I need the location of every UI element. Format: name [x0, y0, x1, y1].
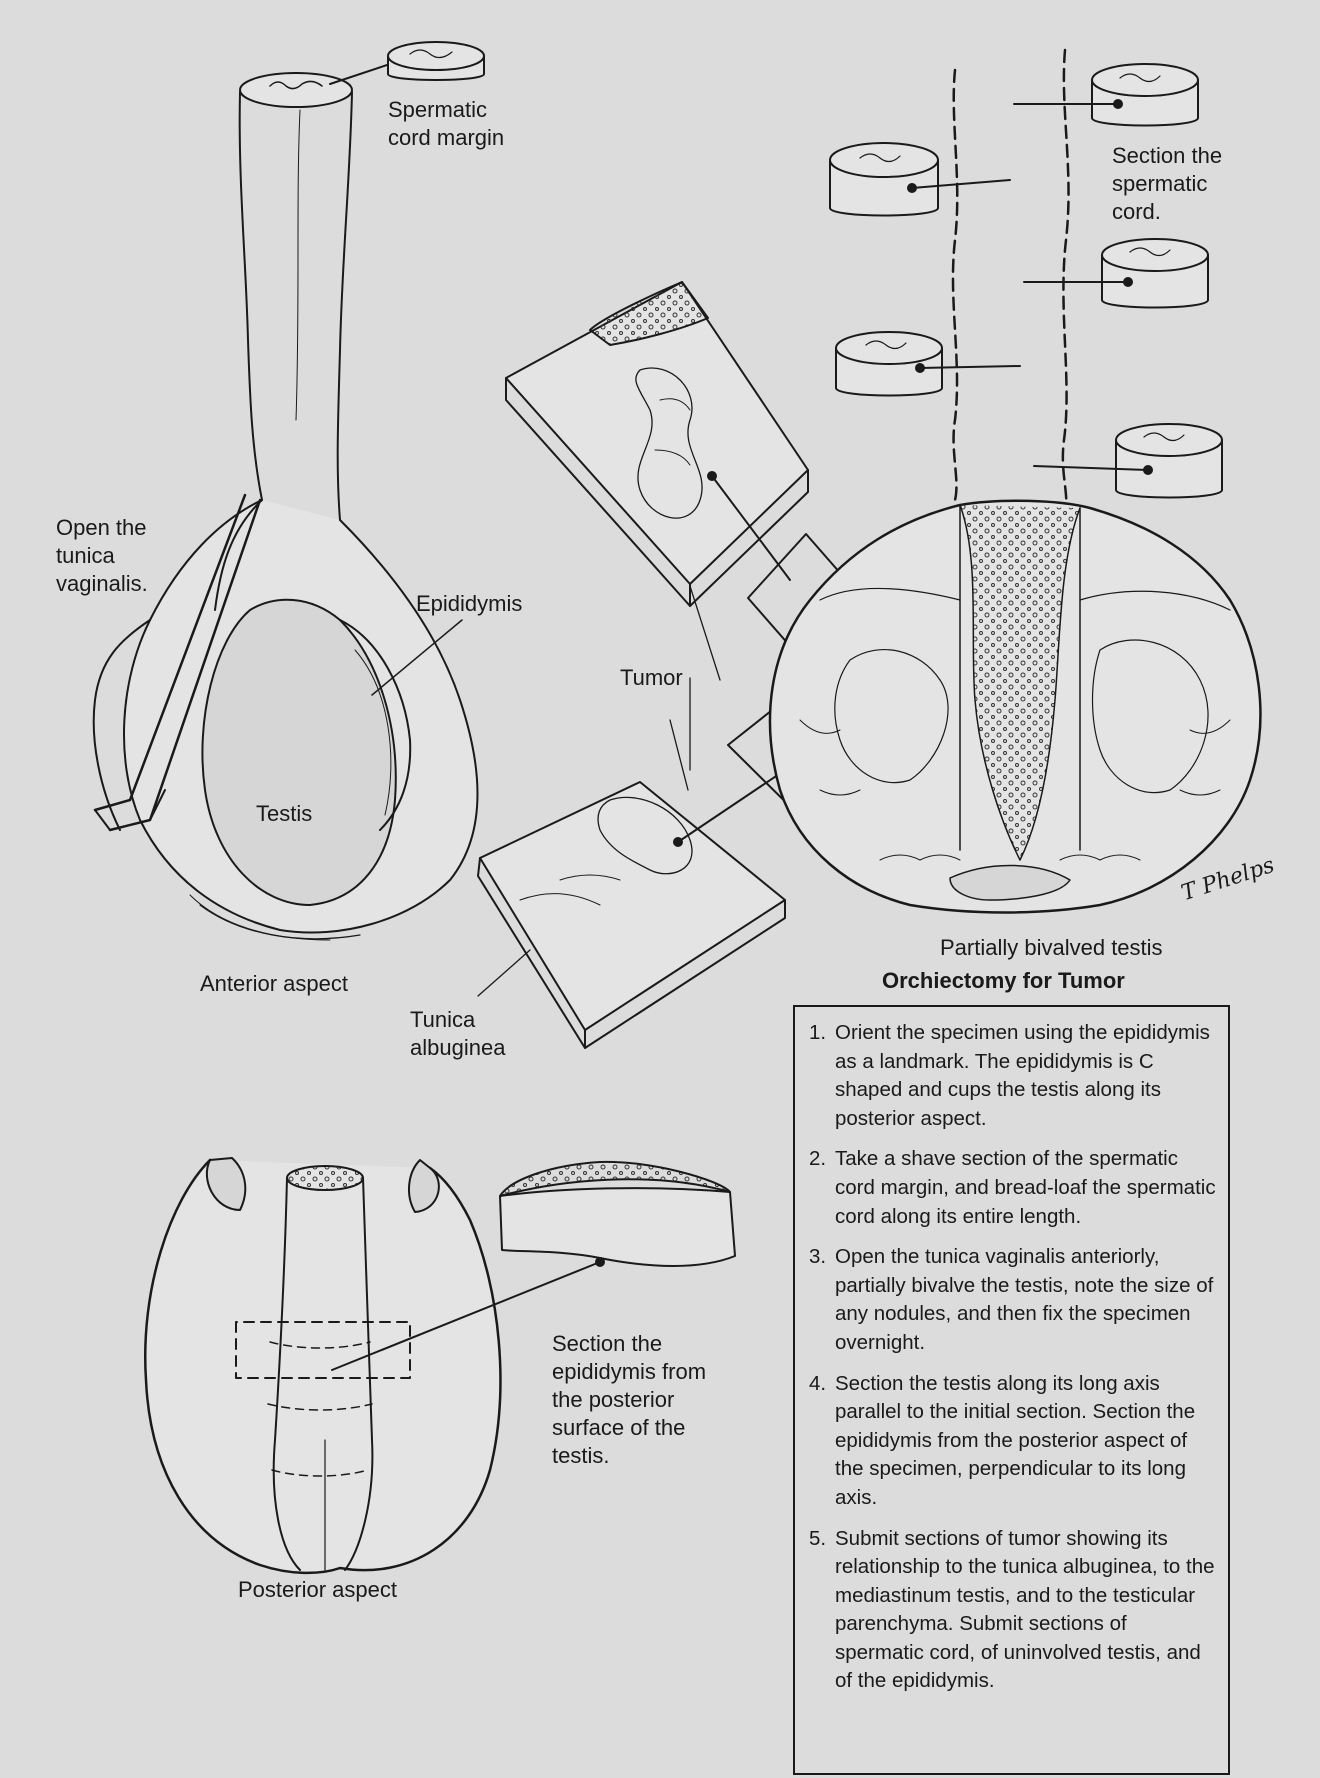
step-text: Orient the specimen using the epididymis…	[835, 1021, 1210, 1130]
anterior-aspect-drawing	[92, 63, 479, 941]
step-number: 4.	[809, 1371, 827, 1395]
lower-tumor-slab	[477, 781, 786, 1049]
step-number: 5.	[809, 1526, 827, 1550]
step-number: 1.	[809, 1021, 827, 1044]
bivalved-testis-drawing	[768, 499, 1262, 914]
procedure-step: 2. Take a shave section of the spermatic…	[809, 1145, 1218, 1231]
procedure-step: 4. Section the testis along its long axi…	[809, 1370, 1218, 1513]
step-text: Open the tunica vaginalis anteriorly, pa…	[835, 1245, 1214, 1354]
step-number: 2.	[809, 1147, 827, 1171]
posterior-aspect-drawing	[144, 1157, 601, 1575]
label-section-epididymis: Section the epididymis from the posterio…	[552, 1331, 707, 1468]
cord-margin-disc	[387, 41, 485, 81]
step-number: 3.	[809, 1245, 827, 1269]
procedure-title: Orchiectomy for Tumor	[882, 968, 1125, 993]
procedure-step: 5. Submit sections of tumor showing its …	[809, 1525, 1218, 1697]
procedure-steps-box: 1. Orient the specimen using the epididy…	[793, 1005, 1230, 1775]
step-text: Take a shave section of the spermatic co…	[835, 1147, 1216, 1228]
step-text: Section the testis along its long axis p…	[835, 1371, 1196, 1509]
label-tumor: Tumor	[620, 665, 683, 690]
label-epididymis: Epididymis	[416, 591, 523, 616]
label-partially-bivalved-testis: Partially bivalved testis	[940, 935, 1163, 960]
cord-dashed-lines	[951, 48, 1070, 512]
cord-sections	[829, 63, 1223, 499]
step-text: Submit sections of tumor showing its rel…	[835, 1526, 1215, 1693]
label-posterior-aspect: Posterior aspect	[238, 1577, 397, 1602]
upper-tumor-slab	[505, 281, 809, 607]
label-tunica-albuginea: Tunica albuginea	[410, 1007, 506, 1060]
epididymis-section-slab	[499, 1160, 736, 1267]
procedure-step: 1. Orient the specimen using the epididy…	[809, 1019, 1218, 1133]
label-spermatic-cord-margin: Spermatic cord margin	[388, 97, 505, 150]
label-testis: Testis	[256, 801, 313, 826]
label-anterior-aspect: Anterior aspect	[200, 971, 348, 996]
label-section-spermatic-cord: Section the spermatic cord.	[1112, 143, 1223, 224]
procedure-step: 3. Open the tunica vaginalis anteriorly,…	[809, 1243, 1218, 1357]
label-open-tunica: Open the tunica vaginalis.	[56, 515, 148, 596]
